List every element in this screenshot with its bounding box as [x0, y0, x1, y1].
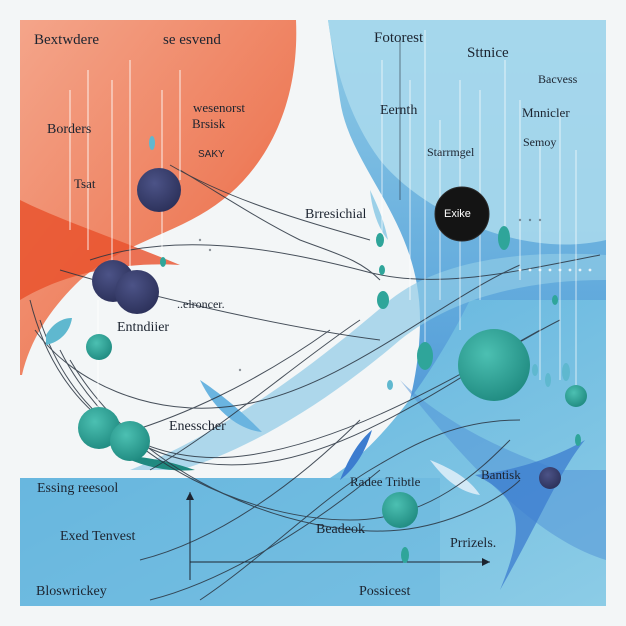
navy-circle: [137, 168, 181, 212]
label-fotorest: Fotorest: [374, 30, 424, 46]
label-sttnice: Sttnice: [467, 45, 509, 61]
teal-circle: [382, 492, 418, 528]
label-se-esvend: se esvend: [163, 32, 221, 48]
label-tsat: Tsat: [74, 176, 96, 191]
teal-circle-small: [565, 385, 587, 407]
label-radee-tribtle: Radee Tribtle: [350, 474, 421, 489]
label-possicest: Possicest: [359, 584, 411, 599]
label-brresichial: Brresichial: [305, 207, 367, 222]
label-entndiier: Entndiier: [117, 320, 170, 335]
label-exike: Exike: [444, 208, 471, 220]
black-node: [435, 187, 489, 241]
label-elroncer: ..elroncer.: [177, 297, 225, 311]
label-starrmgel: Starrmgel: [427, 145, 475, 159]
navy-circle: [115, 270, 159, 314]
label-bantisk: Bantisk: [481, 467, 521, 482]
teal-circle: [110, 421, 150, 461]
teal-circle-large: [458, 329, 530, 401]
label-wesenorst: wesenorst: [193, 100, 245, 115]
label-mnnicler: Mnnicler: [522, 105, 570, 120]
label-saky: SAKY: [198, 149, 225, 160]
label-brsisk: Brsisk: [192, 116, 226, 131]
label-eernth: Eernth: [380, 103, 418, 118]
label-bloswrickey: Bloswrickey: [36, 584, 107, 599]
label-borders: Borders: [47, 122, 92, 137]
label-essing-reesool: Essing reesool: [37, 481, 119, 496]
label-exed-tenvest: Exed Tenvest: [60, 529, 136, 544]
label-bacvess: Bacvess: [538, 72, 578, 86]
label-prrizels: Prrizels.: [450, 536, 497, 551]
navy-circle-small: [539, 467, 561, 489]
teal-circle: [78, 407, 120, 449]
label-semoy: Semoy: [523, 135, 557, 149]
label-beadeok: Beadeok: [316, 522, 365, 537]
teal-circle-small: [86, 334, 112, 360]
label-bextwdere: Bextwdere: [34, 32, 99, 48]
label-enesscher: Enesscher: [169, 419, 226, 434]
